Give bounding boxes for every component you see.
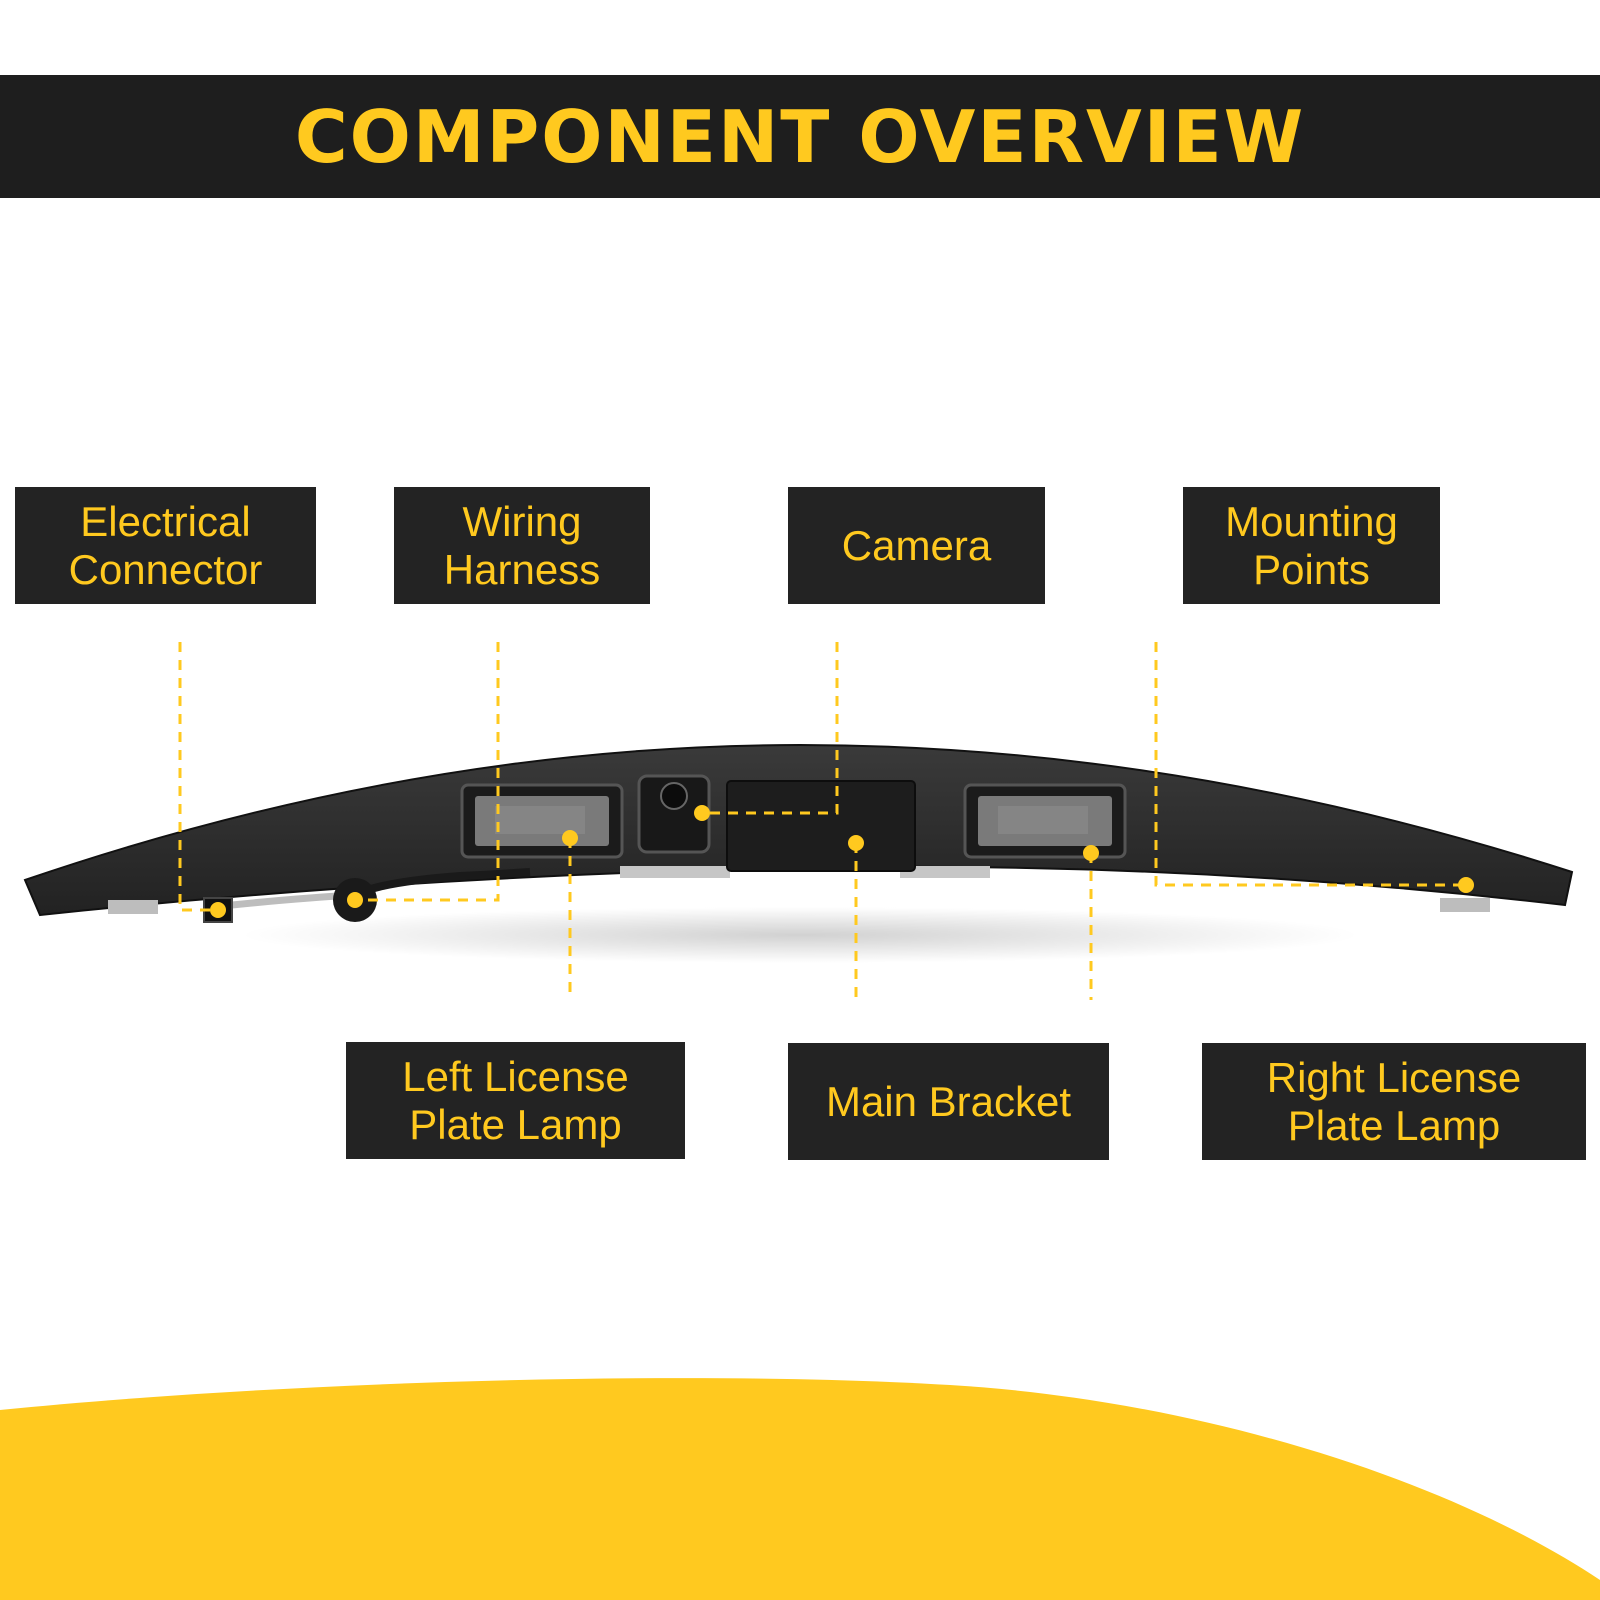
label-box-mounting-points: Mounting Points [1183, 487, 1440, 604]
title-banner: COMPONENT OVERVIEW [0, 75, 1600, 198]
label-box-main-bracket: Main Bracket [788, 1043, 1109, 1160]
label-right-lamp: Right License Plate Lamp [1266, 1053, 1522, 1149]
mounting-tab [900, 866, 990, 878]
mounting-tab [108, 900, 158, 914]
marker-dot-mounting-points [1458, 877, 1474, 893]
label-box-right-lamp: Right License Plate Lamp [1202, 1043, 1586, 1160]
label-mounting-points: Mounting Points [1225, 497, 1398, 593]
marker-dot-wiring-harness [347, 892, 363, 908]
leader-line-wiring-harness [355, 642, 500, 902]
mounting-tab [620, 866, 730, 878]
label-box-wiring-harness: Wiring Harness [394, 487, 650, 604]
label-electrical-connector: Electrical Connector [68, 497, 263, 593]
marker-dot-left-lamp [562, 830, 578, 846]
leader-line-camera [702, 642, 839, 815]
left-lamp-part [460, 783, 624, 859]
label-box-electrical-connector: Electrical Connector [15, 487, 316, 604]
label-box-camera: Camera [788, 487, 1045, 604]
camera-part [637, 774, 711, 854]
marker-dot-right-lamp [1083, 845, 1099, 861]
marker-dot-camera [694, 805, 710, 821]
label-main-bracket: Main Bracket [825, 1077, 1072, 1125]
page-title: COMPONENT OVERVIEW [294, 94, 1306, 179]
label-camera: Camera [841, 521, 992, 569]
mounting-tab [1440, 898, 1490, 912]
leader-line-electrical-connector [178, 642, 218, 912]
label-box-left-lamp: Left License Plate Lamp [346, 1042, 685, 1159]
part-shadow [240, 907, 1360, 963]
marker-dot-electrical-connector [210, 902, 226, 918]
label-left-lamp: Left License Plate Lamp [402, 1052, 629, 1148]
right-lamp-part [963, 783, 1127, 859]
label-wiring-harness: Wiring Harness [443, 497, 601, 593]
leader-line-mounting-points [1154, 642, 1466, 887]
bracket-center-recess [726, 780, 916, 872]
marker-dot-main-bracket [848, 835, 864, 851]
